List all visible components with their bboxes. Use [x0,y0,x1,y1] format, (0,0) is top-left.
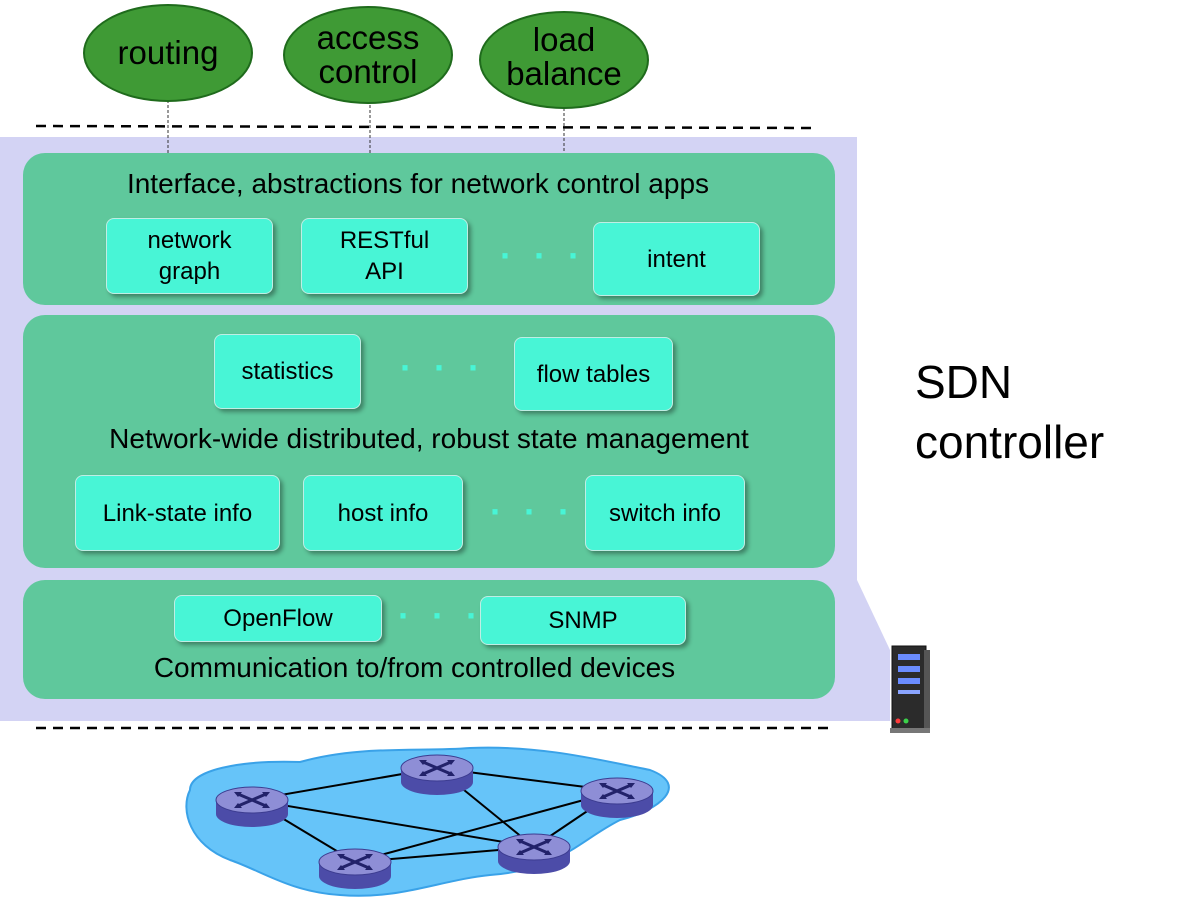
routing-app-label: routing [117,34,219,71]
router-icon [317,847,393,891]
server-icon [890,645,930,733]
router-icon [399,753,475,797]
load-balance-app-ellipse [479,11,649,109]
top-dashed-separator [35,124,819,130]
northbound-title: Interface, abstractions for network cont… [126,168,710,199]
southbound-ellipsis: · · · [398,595,484,636]
statistics-item: statistics [214,334,361,409]
state-top-ellipsis: · · · [400,347,486,388]
router-icon [579,776,655,820]
restful-api-item: RESTful API [301,218,468,294]
access-control-app-label: access control [316,19,420,90]
router-icon [496,832,572,876]
host-info-item: host info [303,475,463,551]
southbound-communication-layer [23,580,835,699]
access-control-app-ellipse [283,6,453,104]
routing-app-ellipse [83,4,253,102]
sdn-controller-label: SDN controller [915,356,1105,468]
openflow-item: OpenFlow [174,595,382,642]
northbound-ellipsis: · · · [500,235,586,276]
state-title: Network-wide distributed, robust state m… [109,423,749,454]
flow-tables-item: flow tables [514,337,673,411]
link-state-info-item: Link-state info [75,475,280,551]
load-balance-app-label: load balance [506,21,622,92]
snmp-item: SNMP [480,596,686,645]
network-graph-item: network graph [106,218,273,294]
southbound-title: Communication to/from controlled devices [153,652,676,683]
switch-info-item: switch info [585,475,745,551]
controller-server-connector [857,580,890,721]
router-icon [214,785,290,829]
state-bottom-ellipsis: · · · [490,491,576,532]
intent-item: intent [593,222,760,296]
